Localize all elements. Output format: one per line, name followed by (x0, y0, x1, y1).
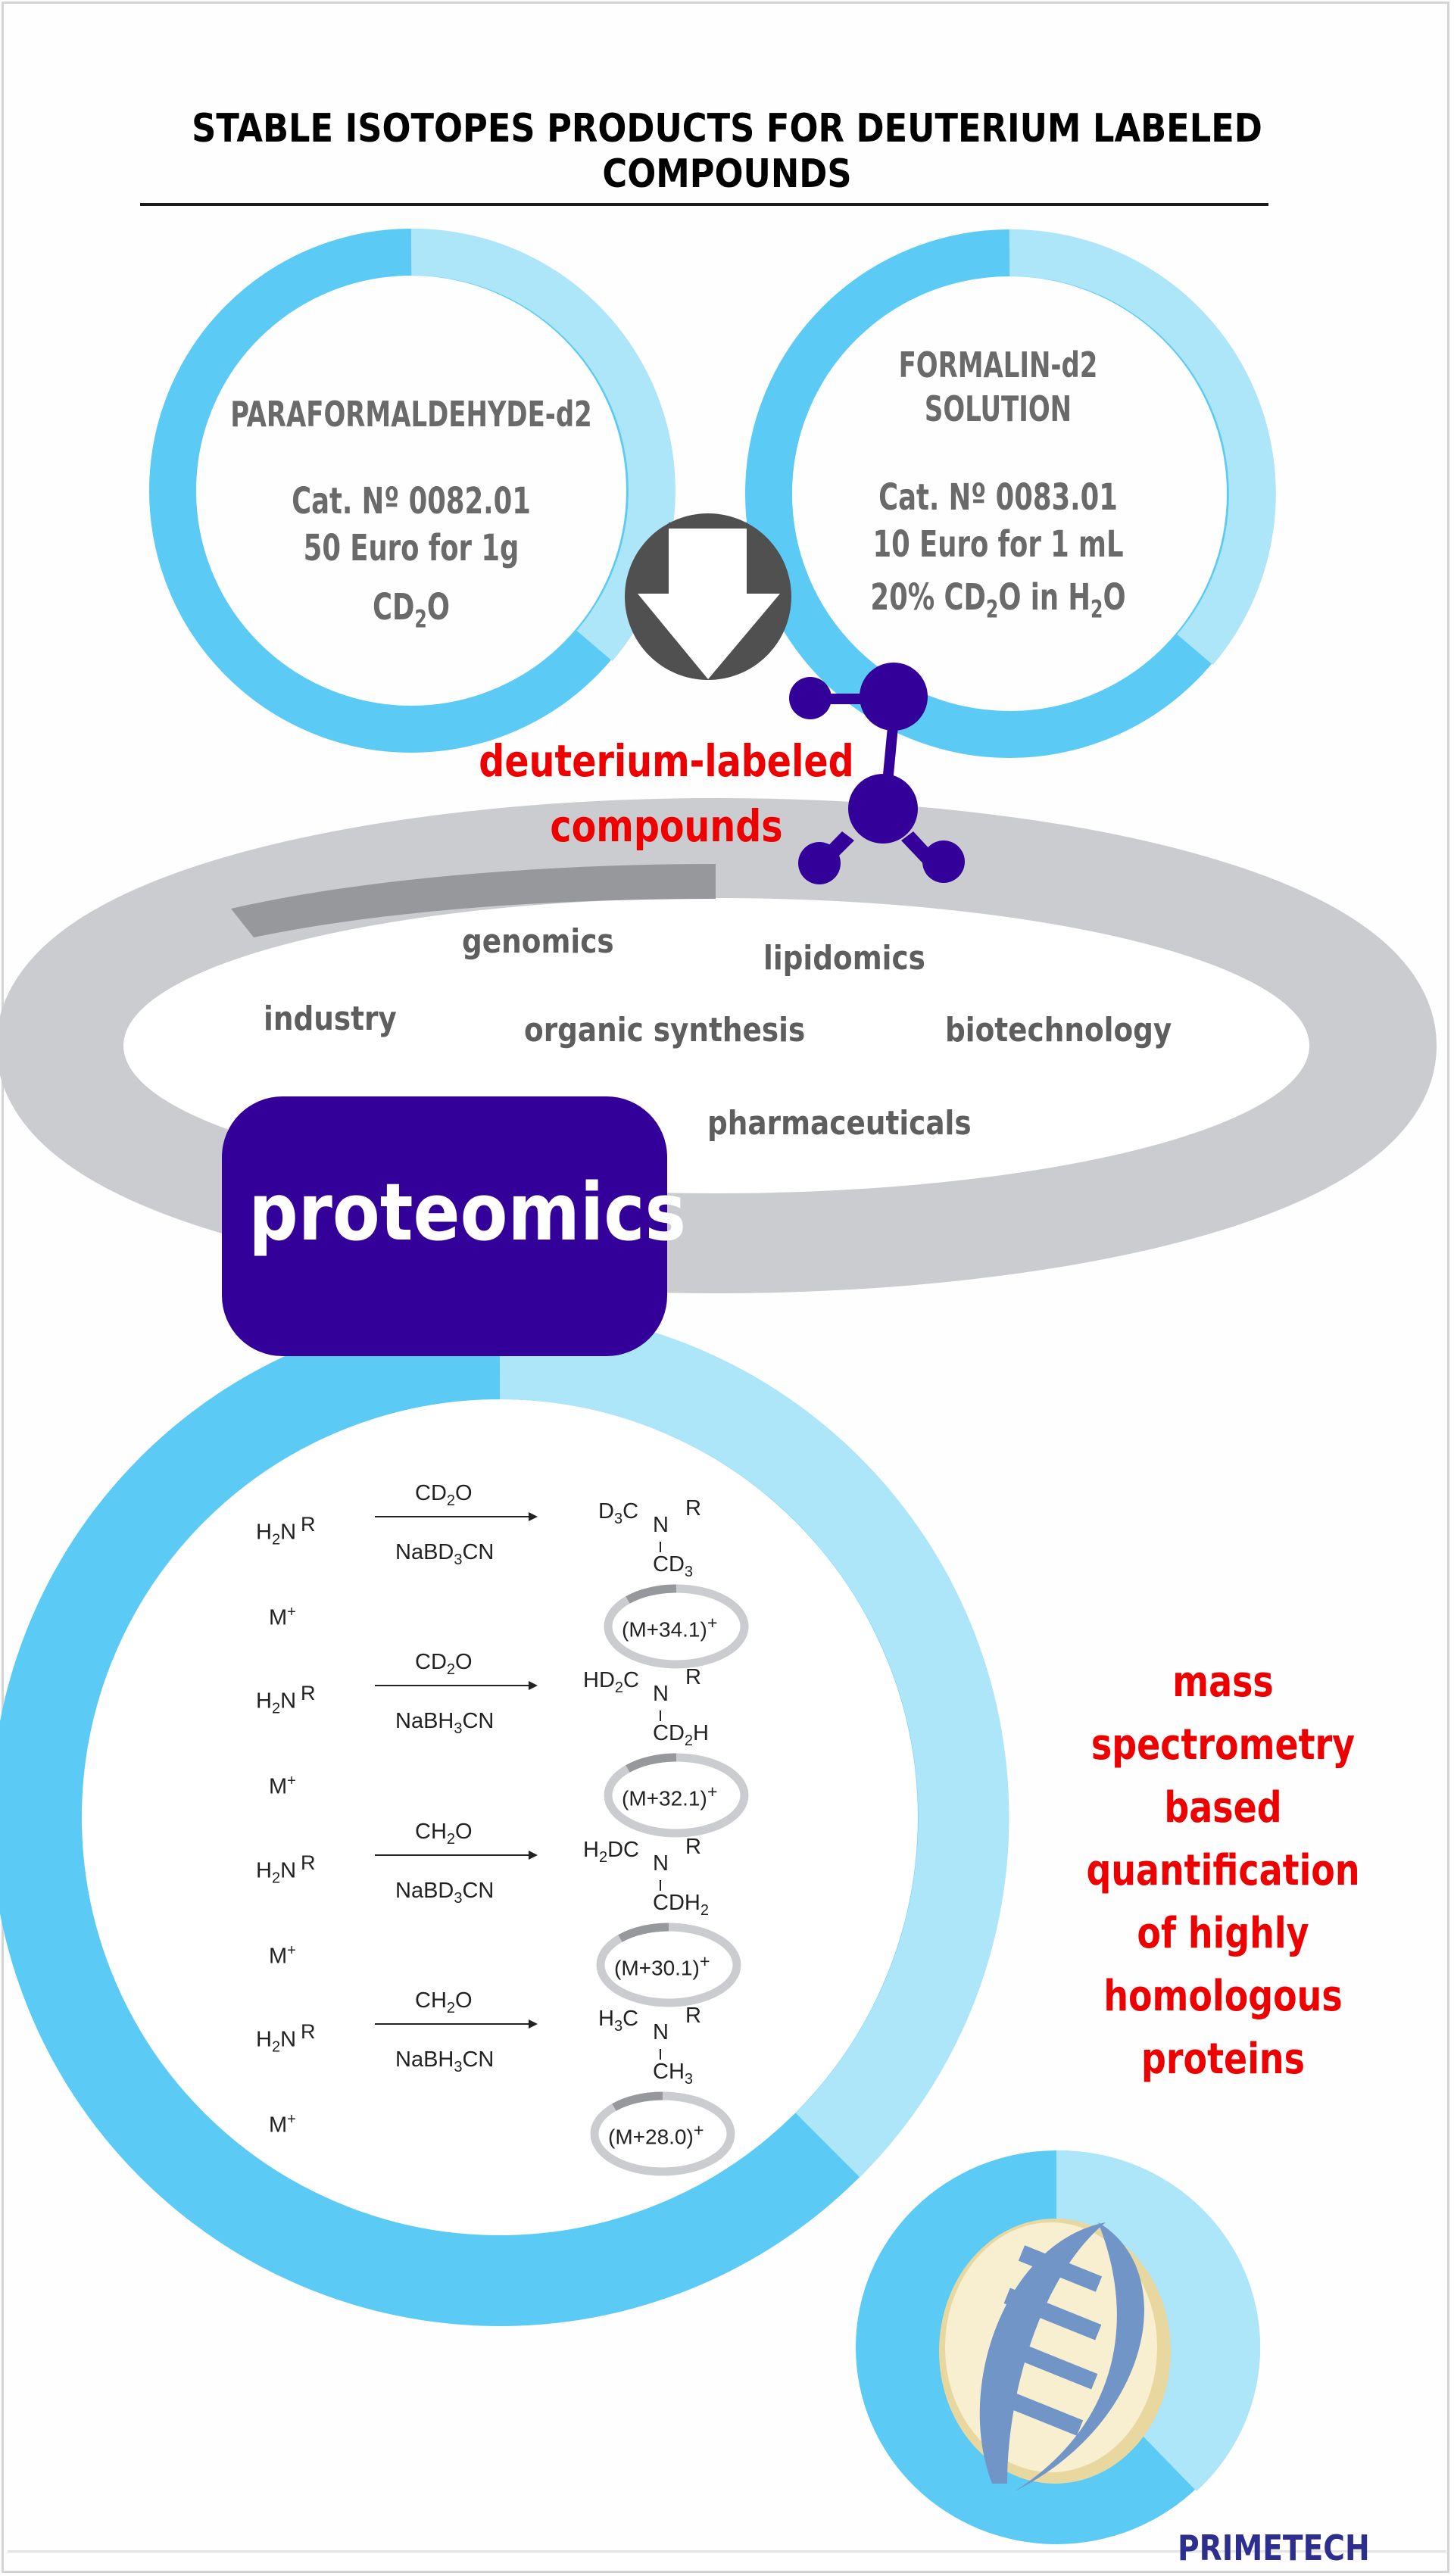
product-price: 50 Euro for 1g (303, 527, 520, 569)
product-catalog: Cat. Nº 0082.01 (292, 480, 531, 522)
reaction-arrow (375, 1685, 534, 1686)
field-industry: industry (264, 1000, 397, 1038)
headline-line-1: deuterium-labeled (479, 735, 854, 787)
product-center-atom: N (653, 1682, 669, 1706)
reagent-bottom: NaBD3CN (395, 1540, 495, 1568)
arrow-head-icon (529, 1512, 538, 1521)
molecule-icon (789, 663, 965, 884)
arrow-head-icon (529, 2019, 538, 2029)
product-left-group: H3C (598, 2007, 639, 2035)
product-bottom-group: CD3 (653, 1552, 694, 1580)
product-r-group: R (685, 1496, 701, 1520)
product-bottom-group: CDH2 (653, 1891, 709, 1919)
product-ring-right (745, 229, 1276, 758)
dna-icon (939, 2219, 1171, 2491)
mass-shift-label: (M+30.1)+ (614, 1951, 710, 1980)
mass-ring-icon (596, 1923, 741, 2007)
reagent-top: CD2O (415, 1650, 473, 1678)
headline-line-2: compounds (550, 800, 783, 852)
application-line-4: homologous proteins (1103, 1972, 1343, 2084)
page-title: STABLE ISOTOPES PRODUCTS FOR DEUTERIUM L… (192, 106, 1262, 197)
field-genomics: genomics (462, 922, 614, 961)
product-r-group: R (685, 2004, 701, 2028)
footer-rule (8, 2550, 1446, 2553)
deuterium-headline: deuterium-labeled compounds (424, 728, 909, 859)
product-name: PARAFORMALDEHYDE-d2 (230, 394, 592, 435)
reaction-arrow (375, 1854, 534, 1856)
application-text: mass spectrometry based quantification o… (1000, 1651, 1446, 2091)
reagent-bottom: NaBD3CN (395, 1879, 495, 1907)
bond-line (660, 1542, 661, 1552)
field-pharmaceuticals: pharmaceuticals (707, 1104, 972, 1143)
product-center-atom: N (653, 1851, 669, 1876)
application-line-1: mass spectrometry (1090, 1658, 1356, 1770)
bubble-tail-icon (318, 1333, 394, 1356)
product-formula: CD2O (373, 586, 450, 634)
ring-light-arc (1009, 229, 1276, 666)
reagent-top: CH2O (415, 1820, 473, 1848)
mass-shift-label: (M+32.1)+ (622, 1782, 718, 1810)
product-center-atom: N (653, 1513, 669, 1537)
product-center-atom: N (653, 2020, 669, 2044)
reagent-bottom: NaBH3CN (395, 2047, 495, 2075)
bond-line (660, 1880, 661, 1891)
arrow-head-icon (529, 1681, 538, 1690)
field-ring-dark-arc (231, 864, 716, 937)
reagent-bottom: NaBH3CN (395, 1709, 495, 1737)
product-name-line-2: SOLUTION (924, 388, 1072, 429)
mass-shift-label: (M+34.1)+ (622, 1613, 718, 1642)
parent-ion: M+ (269, 2111, 296, 2138)
down-arrow-icon (625, 513, 791, 680)
product-card-formalin: FORMALIN-d2 SOLUTION Cat. Nº 0083.01 10 … (771, 345, 1225, 624)
brand-logo: PRIMETECH (1178, 2528, 1370, 2568)
product-bottom-group: CD2H (653, 1721, 709, 1749)
product-r-group: R (685, 1835, 701, 1859)
product-r-group: R (685, 1665, 701, 1689)
proteomics-label: proteomics (248, 1166, 686, 1258)
field-biotechnology: biotechnology (945, 1011, 1172, 1049)
proteomics-ring (0, 1308, 1009, 2326)
proteomics-bubble (222, 1096, 667, 1356)
product-card-paraformaldehyde: PARAFORMALDEHYDE-d2 Cat. Nº 0082.01 50 E… (184, 394, 638, 634)
product-name-line-1: FORMALIN-d2 (898, 345, 1098, 385)
application-line-3: of highly (1137, 1909, 1309, 1958)
product-formula: 20% CD2O in H2O (870, 576, 1126, 624)
application-line-2: based quantification (1086, 1783, 1360, 1895)
mass-ring-icon (604, 1753, 749, 1838)
title-divider (140, 203, 1268, 206)
field-organic-synthesis: organic synthesis (524, 1011, 806, 1049)
bond-line (660, 2049, 661, 2060)
reagent-top: CD2O (415, 1481, 473, 1509)
product-left-group: D3C (598, 1499, 639, 1527)
reaction-arrow (375, 2023, 534, 2025)
arrow-head-icon (529, 1851, 538, 1860)
product-left-group: H2DC (583, 1838, 639, 1866)
mass-ring-icon (604, 1584, 749, 1669)
reagent-top: CH2O (415, 1988, 473, 2016)
parent-ion: M+ (269, 1942, 296, 1969)
mass-shift-label: (M+28.0)+ (608, 2120, 704, 2149)
product-price: 10 Euro for 1 mL (872, 523, 1124, 566)
parent-ion: M+ (269, 1773, 296, 1799)
product-left-group: HD2C (583, 1668, 639, 1696)
product-bottom-group: CH3 (653, 2060, 694, 2088)
reaction-arrow (375, 1516, 534, 1517)
mass-ring-icon (590, 2091, 735, 2176)
product-catalog: Cat. Nº 0083.01 (878, 476, 1118, 519)
field-lipidomics: lipidomics (763, 939, 925, 978)
bond-line (660, 1711, 661, 1721)
parent-ion: M+ (269, 1604, 296, 1630)
